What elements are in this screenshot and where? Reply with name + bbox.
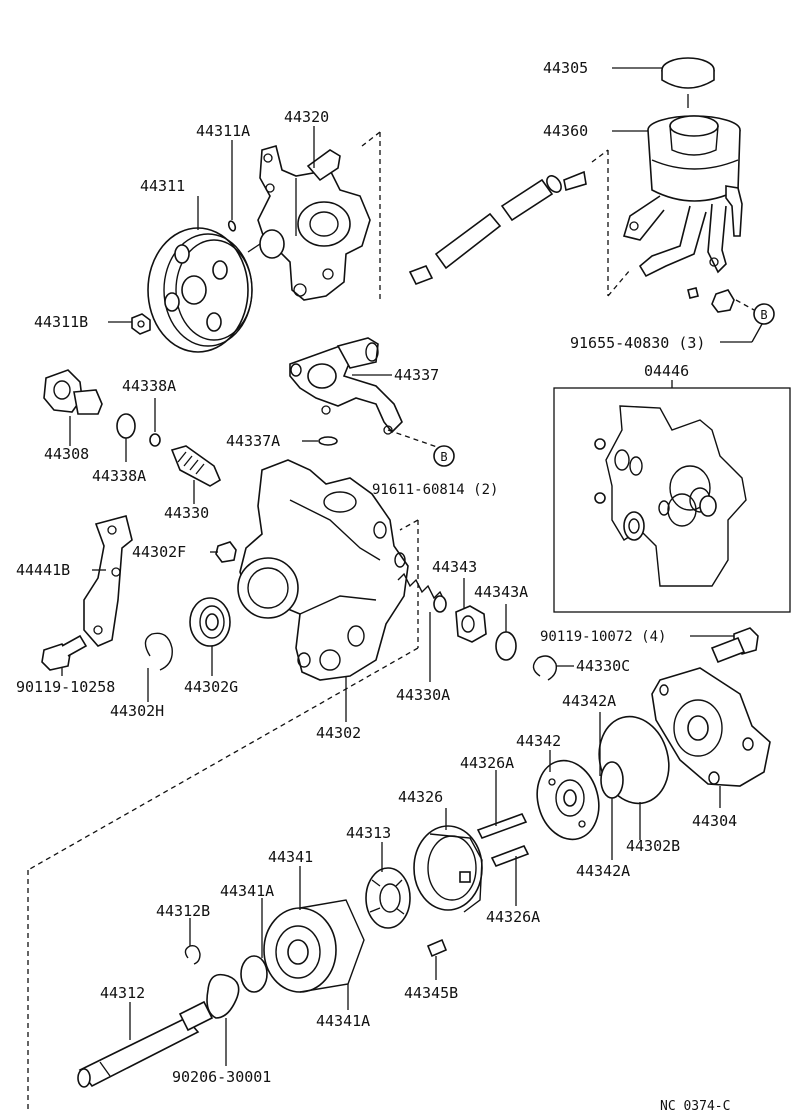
o-ring-44337a-illustration — [318, 436, 338, 446]
label-91611-60814: 91611-60814 (2) — [372, 482, 498, 498]
label-44360: 44360 — [543, 122, 588, 140]
gasket-90206-30001-illustration — [206, 973, 240, 1019]
rear-cover-44304-illustration — [651, 667, 771, 787]
label-44302: 44302 — [316, 724, 361, 742]
label-44312: 44312 — [100, 984, 145, 1002]
label-44311a: 44311A — [196, 122, 250, 140]
rotor-44313-illustration — [365, 867, 411, 929]
snap-ring-44330c-illustration — [532, 655, 558, 681]
label-44302h: 44302H — [110, 702, 164, 720]
snap-ring-44302h-illustration — [144, 632, 173, 671]
label-44343a: 44343A — [474, 583, 528, 601]
bearing-44302g-illustration — [189, 597, 231, 647]
clamp-bolts-illustration — [687, 287, 735, 313]
pump-assembly-illustration — [247, 145, 371, 301]
label-91655-40830: 91655-40830 (3) — [570, 334, 705, 352]
ref-marker-b-1: B — [753, 303, 775, 325]
dashed-guide-bottom — [27, 519, 419, 1110]
spring-44330a-illustration — [397, 572, 447, 613]
label-44313: 44313 — [346, 824, 391, 842]
plug-44302f-illustration — [215, 541, 237, 563]
label-44337: 44337 — [394, 366, 439, 384]
ref-marker-b-2-label: B — [440, 450, 447, 464]
dashed-guide-top — [361, 131, 631, 300]
bolt-90119-10258-illustration — [41, 634, 88, 671]
leader-lines — [61, 67, 763, 1066]
o-ring-44341a-illustration — [240, 955, 268, 993]
label-44320: 44320 — [284, 108, 329, 126]
reservoir-cap-illustration — [661, 57, 715, 108]
label-44441b: 44441B — [16, 561, 70, 579]
label-44342: 44342 — [516, 732, 561, 750]
label-44330a: 44330A — [396, 686, 450, 704]
bolt-90119-10072-illustration — [710, 627, 759, 664]
flow-valve-44330-illustration — [170, 445, 222, 487]
gasket-kit-box — [553, 387, 791, 613]
pulley-44311-illustration — [147, 227, 253, 353]
label-90119-10258: 90119-10258 — [16, 678, 115, 696]
label-44341a-bottom: 44341A — [316, 1012, 370, 1030]
label-04446: 04446 — [644, 362, 689, 380]
label-44342a-top: 44342A — [562, 692, 616, 710]
o-ring-44343a-illustration — [495, 631, 517, 661]
o-ring-44342a-illustration — [600, 761, 624, 799]
pump-housing-44302-illustration — [237, 459, 409, 681]
label-44326: 44326 — [398, 788, 443, 806]
label-44330: 44330 — [164, 504, 209, 522]
label-44311b: 44311B — [34, 313, 88, 331]
label-44305: 44305 — [543, 59, 588, 77]
label-44308: 44308 — [44, 445, 89, 463]
bracket-44441b-illustration — [83, 515, 133, 647]
label-44338a-top: 44338A — [122, 377, 176, 395]
label-90206-30001: 90206-30001 — [172, 1068, 271, 1086]
cam-ring-44326-illustration — [413, 825, 483, 913]
nut-44311b-illustration — [131, 313, 151, 335]
diagram-code: NC 0374-C — [660, 1099, 730, 1114]
hose-pieces-illustration — [408, 170, 587, 286]
front-plate-44341-illustration — [263, 899, 365, 993]
label-90119-10072: 90119-10072 (4) — [540, 629, 666, 645]
part-labels: 44305 44360 44311A 44320 44311 44311B 91… — [16, 59, 737, 1114]
label-44304: 44304 — [692, 812, 737, 830]
label-44337a: 44337A — [226, 432, 280, 450]
snap-ring-44312b-illustration — [184, 944, 201, 965]
label-44338a-bottom: 44338A — [92, 467, 146, 485]
o-ring-44338a-illustration — [116, 413, 161, 447]
label-44343: 44343 — [432, 558, 477, 576]
label-44341: 44341 — [268, 848, 313, 866]
label-44326a-top: 44326A — [460, 754, 514, 772]
side-plate-44342-illustration — [536, 759, 600, 841]
reservoir-tank-illustration — [622, 115, 743, 278]
label-44342a-bottom: 44342A — [576, 862, 630, 880]
fitting-44308-illustration — [43, 369, 103, 415]
label-44302b: 44302B — [626, 837, 680, 855]
plug-44343-illustration — [455, 605, 487, 643]
label-44311: 44311 — [140, 177, 185, 195]
vane-44345b-illustration — [426, 938, 448, 958]
ref-marker-b-2: B — [433, 445, 455, 467]
union-44337-illustration — [289, 337, 403, 435]
label-44341a-top: 44341A — [220, 882, 274, 900]
pin-44326a-illustration — [476, 813, 530, 868]
label-44326a-bottom: 44326A — [486, 908, 540, 926]
key-44311a-illustration — [227, 220, 237, 232]
label-44302g: 44302G — [184, 678, 238, 696]
label-44312b: 44312B — [156, 902, 210, 920]
label-44302f: 44302F — [132, 543, 186, 561]
label-44330c: 44330C — [576, 657, 630, 675]
label-44345b: 44345B — [404, 984, 458, 1002]
ref-marker-b-1-label: B — [760, 308, 767, 322]
shaft-44312-illustration — [77, 1000, 214, 1088]
